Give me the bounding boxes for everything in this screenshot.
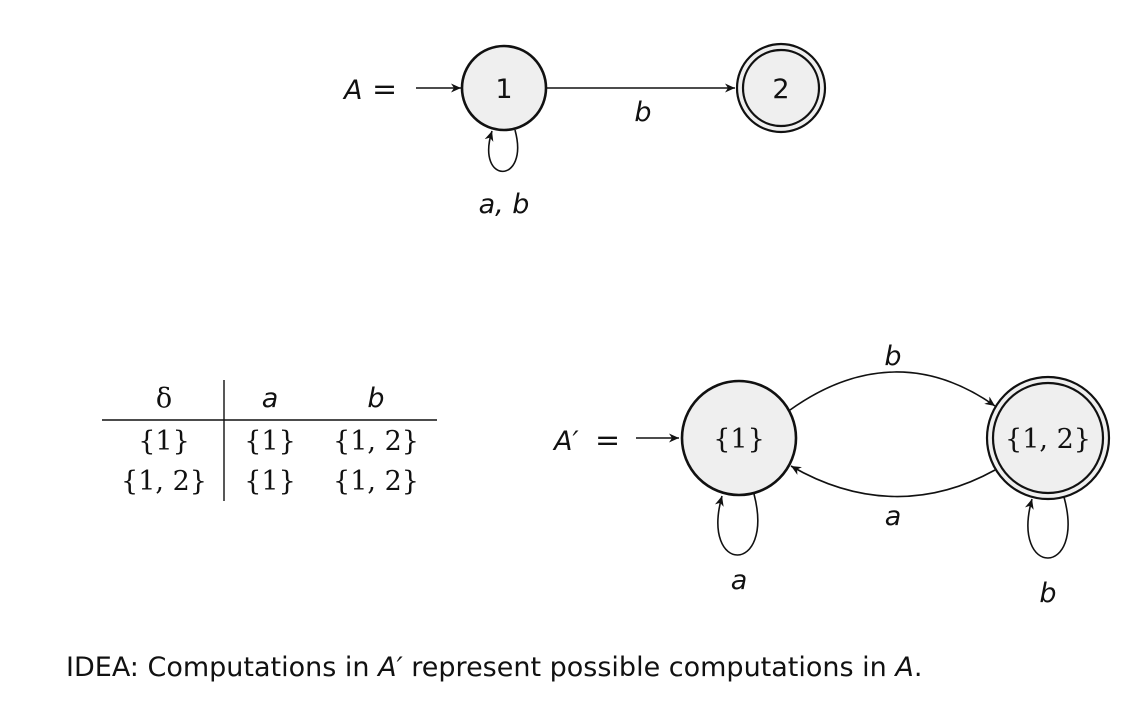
state-2-label: 2 [772,74,789,105]
table-row: {1} {1} {1, 2} [138,426,419,457]
table-cell-b: {1, 2} [333,426,419,457]
table-cell-a: {1} [244,466,296,497]
table-cell-state: {1, 2} [121,466,207,497]
transition-1-to-2-label: b [634,97,651,128]
table-header-delta: δ [156,383,172,414]
transition-set1-to-set12 [789,371,996,411]
automaton-a-prime-name: A′ [552,426,579,457]
self-loop-set1-label: a [731,565,748,596]
table-row: {1, 2} {1} {1, 2} [121,466,419,497]
state-1: 1 [460,44,548,132]
table-cell-a: {1} [244,426,296,457]
table-header-b: b [367,383,384,414]
automaton-a: A = 1 2 b a, b [342,42,827,220]
state-set-1: {1} [680,379,798,497]
automaton-a-equals: = [372,72,397,107]
idea-caption: IDEA: Computations in A′ represent possi… [66,652,922,683]
self-loop-set12 [1024,496,1069,559]
automaton-a-name: A [342,75,362,106]
caption-a: A [895,652,914,683]
state-1-label: 1 [495,74,512,105]
caption-middle: represent possible computations in [402,652,896,683]
transition-set12-to-set1 [790,465,996,498]
caption-a-prime: A′ [378,652,403,683]
state-set-1-2-label: {1, 2} [1005,424,1091,455]
self-loop-1-label: a, b [479,189,530,220]
self-loop-1 [484,129,519,172]
table-header-a: a [262,383,279,414]
self-loop-set1 [714,493,759,556]
caption-prefix: IDEA: Computations in [66,652,379,683]
table-cell-state: {1} [138,426,190,457]
automaton-a-prime-equals: = [595,423,620,458]
transition-set12-to-set1-label: a [885,501,902,532]
state-2: 2 [735,42,827,134]
caption-suffix: . [913,652,923,683]
table-cell-b: {1, 2} [333,466,419,497]
transition-set1-to-set12-label: b [884,341,901,372]
transition-table: δ a b {1} {1} {1, 2} {1, 2} {1} {1, 2} [102,380,437,501]
state-set-1-2: {1, 2} [985,375,1111,501]
state-set-1-label: {1} [713,424,765,455]
automaton-a-prime: A′ = {1} {1, 2} b a a b [552,341,1111,609]
self-loop-set12-label: b [1039,578,1056,609]
